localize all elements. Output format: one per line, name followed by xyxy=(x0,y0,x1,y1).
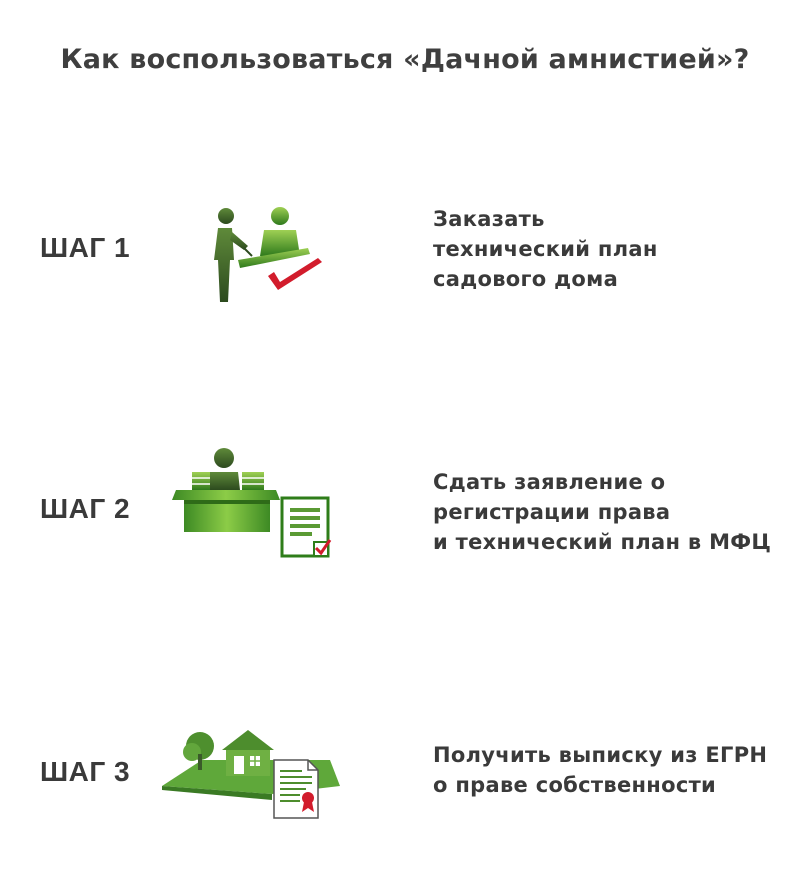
step-3: ШАГ 3 xyxy=(0,720,810,820)
step-3-description: Получить выписку из ЕГРН о праве собстве… xyxy=(433,740,767,800)
step-3-line-2: о праве собственности xyxy=(433,773,717,797)
page-title: Как воспользоваться «Дачной амнистией»? xyxy=(60,44,750,75)
house-certificate-icon xyxy=(162,724,342,824)
step-1-line-2: технический план xyxy=(433,237,658,261)
step-2-line-1: Сдать заявление о xyxy=(433,470,666,494)
step-2: ШАГ 2 Сдать заяв xyxy=(0,440,810,570)
step-2-line-3: и технический план в МФЦ xyxy=(433,530,772,554)
step-1: ШАГ 1 Заказать технический план садового… xyxy=(0,200,810,320)
step-2-description: Сдать заявление о регистрации права и те… xyxy=(433,467,771,557)
consultation-checkmark-icon xyxy=(200,200,330,314)
step-2-line-2: регистрации права xyxy=(433,500,671,524)
step-3-label: ШАГ 3 xyxy=(40,756,131,787)
step-1-description: Заказать технический план садового дома xyxy=(433,204,658,294)
step-3-line-1: Получить выписку из ЕГРН xyxy=(433,743,768,767)
step-1-line-3: садового дома xyxy=(433,267,619,291)
office-desk-document-icon xyxy=(172,444,342,568)
step-2-label: ШАГ 2 xyxy=(40,493,131,524)
step-1-line-1: Заказать xyxy=(433,207,545,231)
step-1-label: ШАГ 1 xyxy=(40,232,131,263)
